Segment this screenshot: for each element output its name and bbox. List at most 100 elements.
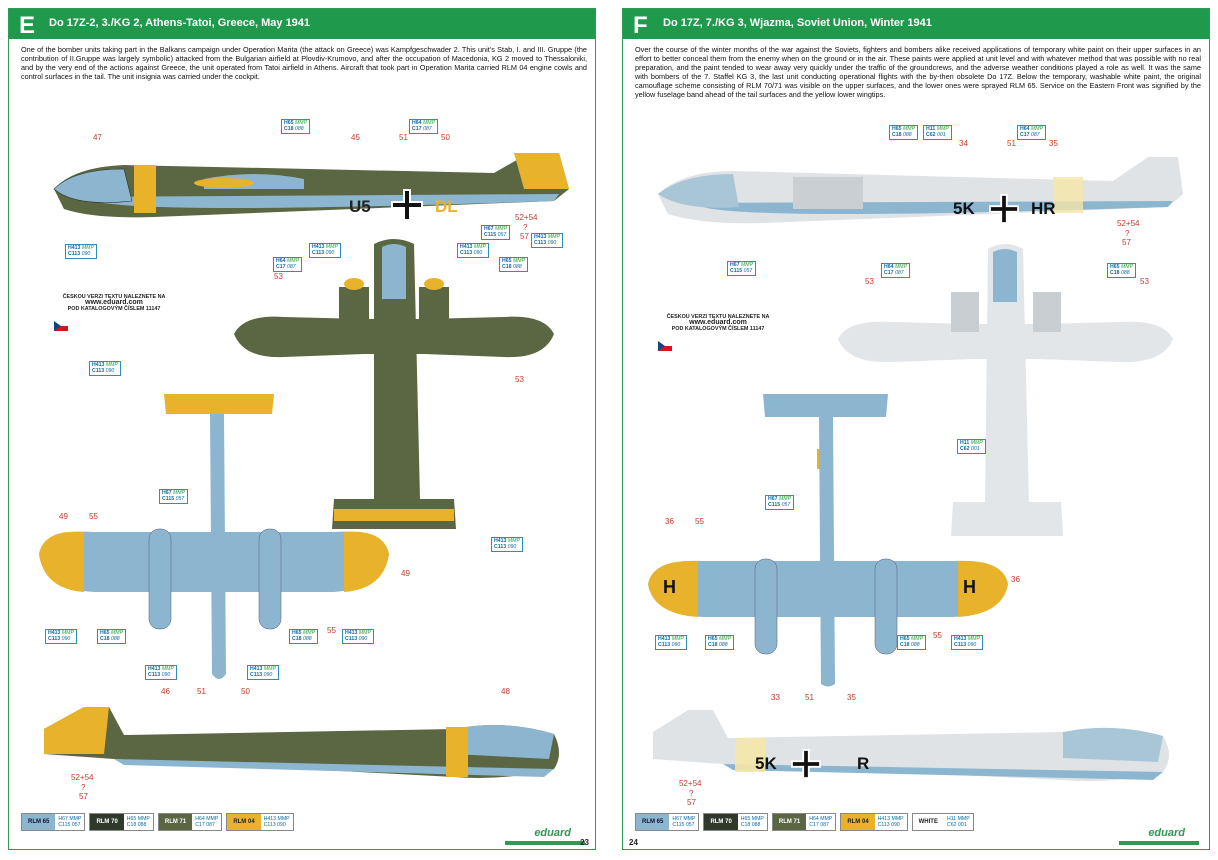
right-page: F Do 17Z, 7./KG 3, Wjazma, Soviet Union,… <box>622 8 1210 850</box>
callout-number: 48 <box>501 687 510 696</box>
profile-header: E Do 17Z-2, 3./KG 2, Athens-Tatoi, Greec… <box>9 9 595 39</box>
callout-number: 57 <box>687 798 696 807</box>
czech-text-note: ČESKOU VERZI TEXTU NALEZNETE NA www.edua… <box>666 314 770 332</box>
profile-description: Over the course of the winter months of … <box>635 45 1201 99</box>
brand-bar <box>1119 841 1199 845</box>
callout-number: 52+54 <box>1117 219 1140 228</box>
czech-flag-icon <box>54 321 68 331</box>
aircraft-underside-view <box>39 394 389 679</box>
callout-number: 50 <box>241 687 250 696</box>
balkenkreuz-icon <box>391 189 423 221</box>
callout-number: 52+54 <box>71 773 94 782</box>
aircraft-side-view-top <box>658 157 1183 224</box>
brand-bar <box>505 841 585 845</box>
code-letters: U5 <box>349 197 371 216</box>
callout-number: 49 <box>401 569 410 578</box>
callout-number: 53 <box>865 277 874 286</box>
callout-number: 49 <box>59 512 68 521</box>
profile-description: One of the bomber units taking part in t… <box>21 45 587 81</box>
callout-number: 45 <box>351 133 360 142</box>
page-number: 23 <box>580 838 589 847</box>
callout-number: 35 <box>847 693 856 702</box>
callout-number: 51 <box>1007 139 1016 148</box>
callout-number: 55 <box>89 512 98 521</box>
callout-number: ? <box>689 789 694 798</box>
callout-number: 53 <box>515 375 524 384</box>
callout-number: 34 <box>959 139 968 148</box>
callout-number: ? <box>1125 229 1130 238</box>
callout-number: 36 <box>665 517 674 526</box>
callout-number: 46 <box>161 687 170 696</box>
aircraft-top-view <box>234 239 554 529</box>
profile-letter: F <box>633 12 648 39</box>
callout-number: 55 <box>933 631 942 640</box>
callout-number: ? <box>81 783 86 792</box>
eduard-logo: eduard <box>534 827 571 839</box>
aircraft-side-view-bottom <box>44 707 559 778</box>
profile-letter: E <box>19 12 36 39</box>
code-letters: 5K <box>755 754 777 773</box>
callout-number: 36 <box>1011 575 1020 584</box>
callout-number: 53 <box>274 272 283 281</box>
callout-number: 55 <box>695 517 704 526</box>
callout-number: 52+54 <box>679 779 702 788</box>
callout-number: 55 <box>327 626 336 635</box>
callout-number: 33 <box>771 693 780 702</box>
profile-title: Do 17Z-2, 3./KG 2, Athens-Tatoi, Greece,… <box>49 17 311 29</box>
callout-number: 51 <box>197 687 206 696</box>
code-letters: 5K <box>953 199 975 218</box>
code-letters: H <box>663 577 676 597</box>
balkenkreuz-icon <box>989 194 1019 224</box>
callout-number: 53 <box>1140 277 1149 286</box>
callout-number: 57 <box>520 232 529 241</box>
callout-number: 52+54 <box>515 213 538 222</box>
page-number: 24 <box>629 838 638 847</box>
callout-number: 51 <box>399 133 408 142</box>
left-page: E Do 17Z-2, 3./KG 2, Athens-Tatoi, Greec… <box>8 8 596 850</box>
aircraft-side-view-bottom <box>653 710 1169 781</box>
callout-number: 47 <box>93 133 102 142</box>
czech-text-note: ČESKOU VERZI TEXTU NALEZNETE NA www.edua… <box>62 294 166 312</box>
callout-number: 50 <box>441 133 450 142</box>
profile-header: F Do 17Z, 7./KG 3, Wjazma, Soviet Union,… <box>623 9 1209 39</box>
callout-number: ? <box>523 223 528 232</box>
code-letters: HR <box>1031 199 1056 218</box>
aircraft-top-view <box>838 244 1173 536</box>
eduard-logo: eduard <box>1148 827 1185 839</box>
profile-title: Do 17Z, 7./KG 3, Wjazma, Soviet Union, W… <box>663 17 932 29</box>
code-letters: R <box>857 754 870 773</box>
